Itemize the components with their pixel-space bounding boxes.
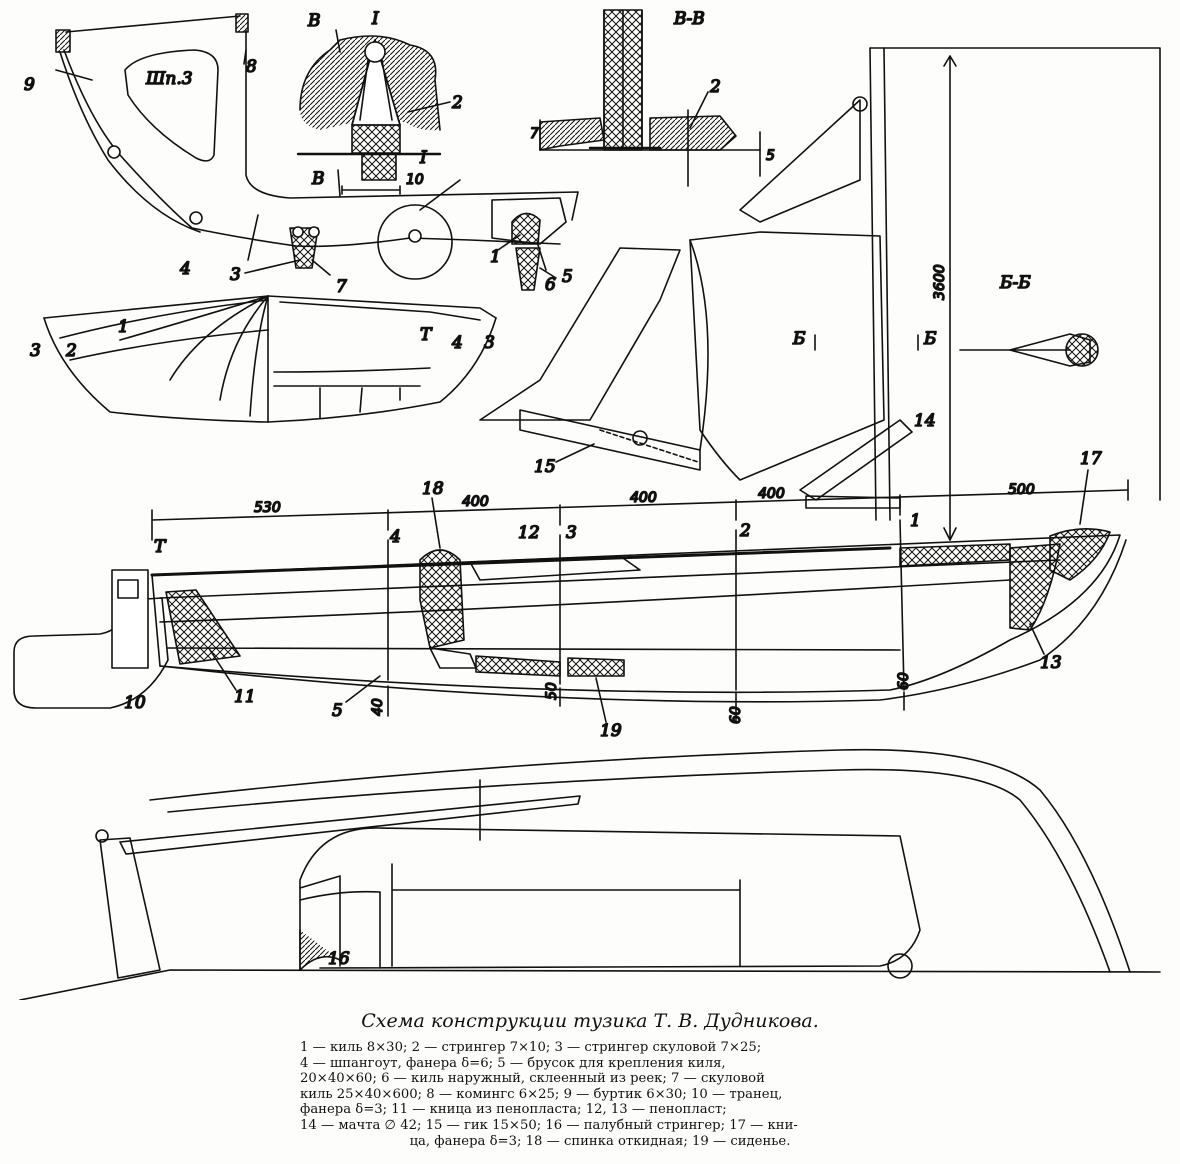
label-5: 5 [562, 267, 573, 287]
label-18: 18 [422, 479, 444, 499]
section-VV-label-2: 2 [709, 77, 721, 97]
label-11: 11 [234, 687, 256, 707]
depth-50: 50 [544, 682, 560, 700]
label-17: 17 [1080, 449, 1102, 469]
dim-400-c: 400 [758, 486, 785, 502]
label-4: 4 [179, 259, 191, 279]
body-plan-drawing: 3 2 1 T 4 3 [29, 295, 497, 423]
station-2: 2 [739, 521, 751, 541]
label-12: 12 [518, 523, 540, 543]
dim-530: 530 [254, 500, 281, 516]
label-1: 1 [490, 247, 501, 267]
detail-I-big-mark: I [419, 148, 427, 168]
station-T: T [154, 537, 167, 557]
depth-40: 40 [370, 698, 386, 716]
label-8: 8 [246, 57, 257, 77]
detail-I-dim: 10 [406, 172, 424, 188]
station-3: 3 [566, 523, 577, 543]
label-13: 13 [1040, 653, 1062, 673]
label-16: 16 [328, 949, 350, 969]
section-BB-title: Б-Б [999, 273, 1031, 293]
section-VV-title: В-В [673, 9, 705, 29]
label-15: 15 [534, 457, 556, 477]
legend-line: 1 — киль 8×30; 2 — стрингер 7×10; 3 — ст… [300, 1040, 762, 1055]
station-4: 4 [389, 527, 401, 547]
plan-view-drawing: 16 [19, 748, 1161, 1000]
legend-line: ца, фанера δ=3; 18 — спинка откидная; 19… [409, 1133, 791, 1149]
legend-line: 20×40×60; 6 — киль наружный, склеенный и… [300, 1071, 765, 1087]
depth-60-b: 60 [896, 672, 912, 690]
label-9: 9 [24, 75, 35, 95]
legend-line: киль 25×40×600; 8 — комингс 6×25; 9 — бу… [300, 1086, 783, 1102]
body-label-T: T [420, 325, 433, 345]
legend-line: фанера δ=3; 11 — кница из пенопласта; 12… [300, 1102, 727, 1118]
frame-section-drawing: Шп.3 9 8 4 3 7 1 6 5 [23, 13, 579, 298]
label-10: 10 [124, 693, 146, 713]
profile-drawing: 530 400 400 400 500 T 4 3 2 1 40 [13, 448, 1129, 742]
body-label-2: 2 [65, 341, 77, 361]
detail-I-mark-top: В [307, 11, 321, 31]
figure-caption: Схема конструкции тузика Т. В. Дудникова… [361, 1010, 819, 1032]
detail-I-label-2: 2 [451, 93, 463, 113]
label-5-profile: 5 [332, 701, 343, 721]
legend-line: 14 — мачта ∅ 42; 15 — гик 15×50; 16 — па… [300, 1117, 798, 1133]
label-14: 14 [914, 411, 936, 431]
section-BB-drawing: Б-Б Б Б [791, 272, 1099, 367]
body-label-4: 4 [451, 333, 463, 353]
label-7: 7 [336, 277, 347, 297]
dim-500: 500 [1008, 482, 1035, 498]
section-VV-dim-a: 7 [530, 126, 539, 142]
section-VV-dim-b: 5 [766, 148, 775, 164]
label-19: 19 [600, 721, 622, 741]
station-1: 1 [910, 511, 921, 531]
rig-height: 3600 [932, 264, 948, 300]
detail-I-drawing: I В В 10 2 I [296, 8, 464, 197]
label-3: 3 [230, 265, 241, 285]
label-6: 6 [545, 275, 556, 295]
frame-title: Шп.3 [145, 69, 193, 89]
section-BB-mark-left: Б [792, 329, 806, 349]
dim-400-b: 400 [630, 490, 657, 506]
detail-I-title: I [371, 9, 379, 29]
figure-legend: 1 — киль 8×30; 2 — стрингер 7×10; 3 — ст… [300, 1040, 900, 1149]
construction-drawing: Шп.3 9 8 4 3 7 1 6 5 I В В 10 2 I [13, 8, 1161, 1000]
section-BB-mark-right: Б [923, 329, 937, 349]
body-label-1: 1 [118, 317, 129, 337]
body-label-3-left: 3 [30, 341, 41, 361]
dim-400-a: 400 [462, 494, 489, 510]
legend-line: 4 — шпангоут, фанера δ=6; 5 — брусок для… [300, 1055, 726, 1071]
detail-I-mark-bottom: В [311, 169, 325, 189]
body-label-3-right: 3 [484, 333, 495, 353]
depth-60-a: 60 [728, 706, 744, 724]
section-VV-drawing: В-В 7 5 2 [529, 8, 776, 187]
